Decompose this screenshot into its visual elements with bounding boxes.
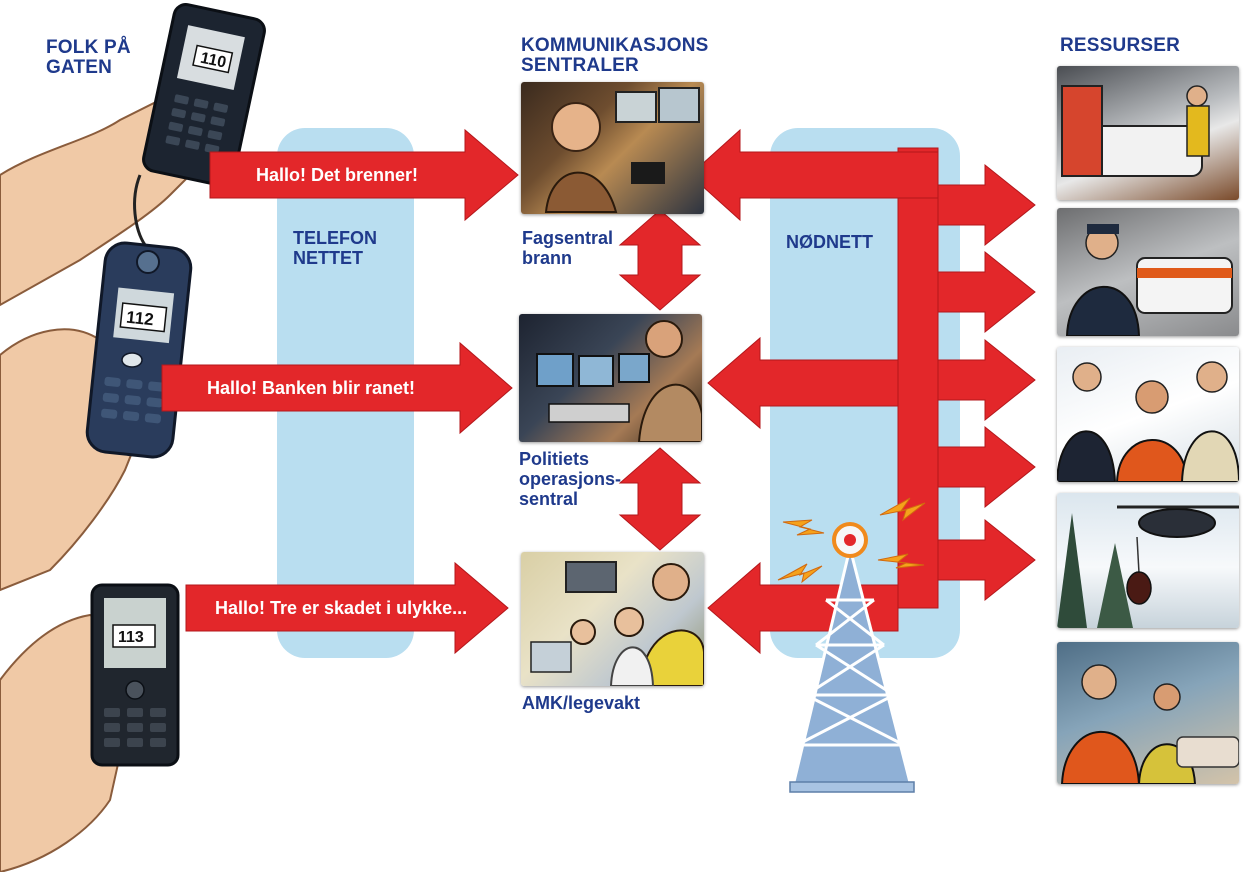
- emergency-network-label: NØDNETT: [786, 232, 873, 252]
- call-arrow-112: [161, 341, 513, 435]
- resource-arrow-5: [937, 518, 1036, 602]
- phone-113-number: 113: [118, 629, 144, 646]
- double-arrow-police-amk: [618, 447, 702, 551]
- rescue-crew-photo: [1057, 347, 1239, 482]
- net-arrow-police: [707, 336, 899, 430]
- emergency-trunk: [897, 147, 939, 609]
- amk-central-label: AMK/legevakt: [522, 693, 641, 713]
- police-central-photo: [519, 314, 702, 442]
- police-officer-car-photo: [1057, 208, 1239, 336]
- hand-phone-113: 113: [0, 583, 180, 872]
- resource-arrow-2: [937, 250, 1036, 334]
- resource-arrow-3: [937, 338, 1036, 422]
- helicopter-photo: [1057, 493, 1239, 628]
- resources-header: RESSURSER: [1060, 35, 1181, 56]
- radio-tower: [777, 497, 926, 793]
- call-message-112: Hallo! Banken blir ranet!: [207, 378, 416, 398]
- net-arrow-fire: [689, 128, 939, 222]
- fire-vehicles-photo: [1057, 66, 1239, 200]
- phone-110-number: 110: [199, 50, 228, 72]
- ambulance-interior-photo: [1057, 642, 1239, 784]
- resource-arrow-1: [937, 163, 1036, 247]
- call-arrow-113: [185, 561, 509, 655]
- fire-central-label: Fagsentral brann: [522, 228, 614, 268]
- hand-phone-110: 110: [0, 3, 266, 307]
- call-message-113: Hallo! Tre er skadet i ulykke...: [215, 598, 468, 618]
- centrals-header: KOMMUNIKASJONS SENTRALER: [521, 35, 709, 76]
- telephone-network-label: TELEFON NETTET: [293, 228, 377, 268]
- amk-central-photo: [521, 552, 704, 686]
- call-arrow-110: [209, 128, 519, 222]
- phone-112-number: 112: [125, 308, 154, 330]
- call-message-110: Hallo! Det brenner!: [256, 165, 419, 185]
- police-central-label: Politiets operasjons- sentral: [519, 449, 622, 509]
- resource-arrow-4: [937, 425, 1036, 509]
- double-arrow-fire-police: [618, 209, 702, 311]
- people-header: FOLK PÅ GATEN: [46, 37, 131, 78]
- fire-central-photo: [521, 82, 704, 214]
